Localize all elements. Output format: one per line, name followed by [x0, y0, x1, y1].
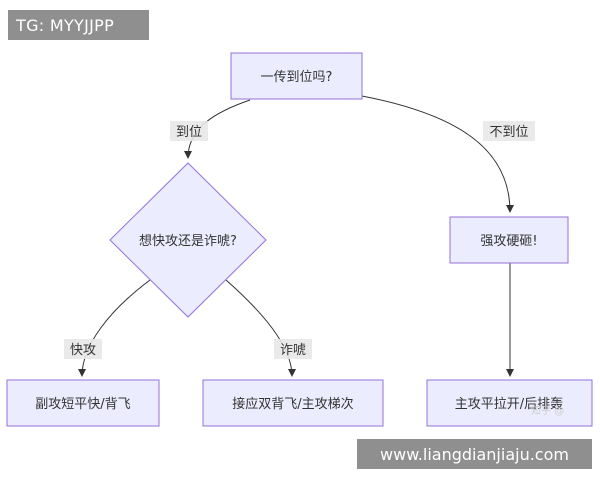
edge-label-bluff-text: 诈唬 — [280, 343, 306, 358]
edge-start-to-hard — [361, 95, 514, 213]
edge-decision-to-bluff — [225, 279, 296, 377]
node-main-label: 主攻平拉开/后排轰 — [455, 396, 563, 412]
edge-label-yes-text: 到位 — [176, 125, 202, 140]
tg-banner: TG: MYYJJPP — [8, 10, 149, 40]
node-start-label: 一传到位吗? — [261, 70, 333, 85]
edge-label-bluff: 诈唬 — [274, 339, 312, 359]
node-hard: 强攻硬砸! — [449, 216, 569, 264]
node-main: 主攻平拉开/后排轰 — [426, 379, 593, 427]
node-hard-label: 强攻硬砸! — [480, 234, 537, 249]
edge-label-fast: 快攻 — [64, 339, 102, 359]
faint-watermark: 知乎 @ — [531, 406, 565, 417]
node-bluff: 接应双背飞/主攻梯次 — [202, 379, 384, 427]
edge-label-yes: 到位 — [170, 121, 208, 141]
node-bluff-label: 接应双背飞/主攻梯次 — [232, 396, 353, 412]
edge-label-no: 不到位 — [483, 121, 535, 141]
node-fast: 副攻短平快/背飞 — [6, 379, 160, 427]
edge-label-fast-text: 快攻 — [70, 343, 96, 358]
node-decision-label: 想快攻还是诈唬? — [139, 233, 237, 249]
site-watermark: www.liangdianjiaju.com — [357, 439, 592, 469]
node-fast-label: 副攻短平快/背飞 — [35, 397, 130, 412]
node-start: 一传到位吗? — [230, 52, 363, 100]
node-decision: 想快攻还是诈唬? — [109, 162, 267, 318]
edge-label-no-text: 不到位 — [489, 125, 528, 140]
edge-decision-to-fast — [78, 279, 151, 377]
